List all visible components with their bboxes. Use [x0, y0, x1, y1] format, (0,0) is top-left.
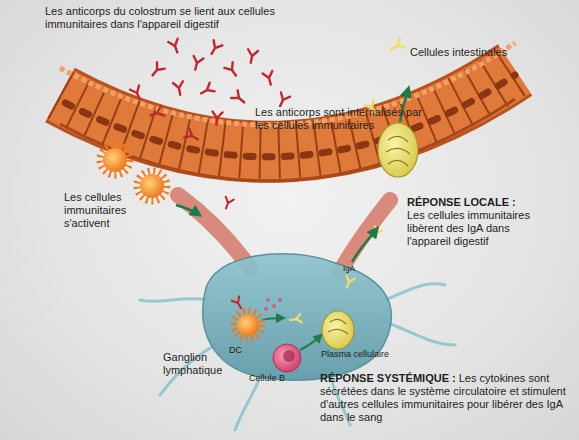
- antibody: [224, 62, 240, 78]
- annotation-label: Plasma cellulaire: [321, 349, 411, 360]
- tendril: [140, 299, 210, 302]
- cytokine: [264, 307, 268, 311]
- immune-cell: [378, 123, 418, 177]
- response-heading: RÉPONSE SYSTÉMIQUE :: [320, 372, 456, 384]
- b-cell-nucleus: [283, 350, 295, 362]
- antibody: [149, 106, 165, 120]
- annotation-label: Les anticorps sont internalisés par les …: [255, 106, 435, 132]
- cytokines: [264, 298, 282, 311]
- b-cell: [273, 344, 301, 372]
- antibody: [184, 129, 200, 144]
- antibody: [222, 197, 234, 210]
- antibodies: [130, 39, 290, 311]
- cytokine: [266, 298, 270, 302]
- basal-edge: [60, 99, 515, 181]
- vessel: [178, 195, 250, 268]
- flow-arrow: [300, 336, 320, 350]
- iga-antibody: [289, 314, 301, 324]
- antibody: [190, 56, 203, 71]
- annotation-label: IgA: [343, 264, 373, 274]
- flow-arrow: [352, 230, 376, 262]
- immune-cell: [140, 174, 164, 198]
- response-heading: RÉPONSE LOCALE :: [407, 196, 555, 209]
- antibody: [130, 85, 145, 101]
- annotation-label: Ganglion lymphatique: [163, 351, 235, 377]
- dendritic-cell: [237, 314, 259, 336]
- antibody: [231, 90, 247, 106]
- tendril: [385, 284, 445, 300]
- cytokine: [278, 298, 282, 302]
- cell-spikes: [137, 171, 167, 201]
- annotation-label: Les cellules immunitaires s'activent: [64, 191, 159, 230]
- antibody: [207, 40, 222, 56]
- flow-arrow: [262, 318, 282, 320]
- lymph-node: [203, 254, 392, 380]
- cell-detail: [386, 136, 410, 166]
- vessel: [340, 200, 390, 272]
- cell-spikes: [234, 311, 262, 339]
- iga-antibody: [388, 39, 404, 54]
- antibody: [198, 83, 214, 98]
- annotation-label: DC: [229, 345, 259, 356]
- annotation-label: Cellules intestinales: [410, 46, 560, 59]
- antibody: [246, 49, 258, 64]
- flow-arrow: [176, 205, 198, 214]
- antibody: [149, 62, 165, 78]
- cell-spikes: [100, 145, 130, 175]
- response-text: Les cellules immunitaires libèrent des I…: [407, 209, 555, 248]
- nuclei: [60, 75, 515, 157]
- antibody: [211, 112, 222, 126]
- antibody: [168, 39, 182, 55]
- annotation-group: RÉPONSE SYSTÉMIQUE :Les cytokines sont s…: [320, 372, 575, 424]
- antibody: [173, 81, 185, 96]
- plasma-cell: [322, 311, 354, 349]
- iga-antibody: [369, 226, 382, 240]
- annotation-label: Cellule B: [249, 373, 319, 384]
- iga-antibody: [343, 276, 355, 289]
- annotation-group: RÉPONSE LOCALE :Les cellules immunitaire…: [407, 196, 555, 248]
- cell-detail: [328, 319, 348, 334]
- tendril: [235, 378, 260, 430]
- cytokine: [272, 304, 276, 308]
- antibody: [232, 296, 245, 310]
- antibody: [263, 71, 276, 86]
- annotation-label: Les anticorps du colostrum se lient aux …: [45, 5, 285, 31]
- immune-cell: [103, 148, 127, 172]
